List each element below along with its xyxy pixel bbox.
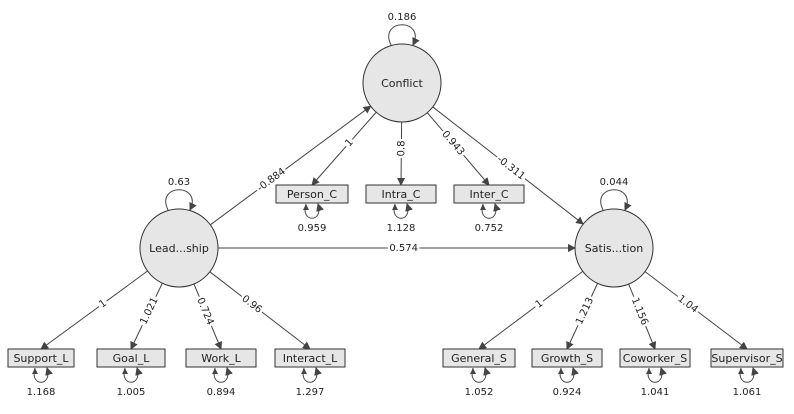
indicator-general_s-label: General_S <box>451 352 507 365</box>
loading-growth_s-coef: 1.213 <box>574 296 596 327</box>
loading-inter_c-coef: 0.943 <box>439 129 466 158</box>
indicator-coworker_s[interactable] <box>619 348 691 368</box>
latent-leadership[interactable] <box>139 208 219 288</box>
indicator-interact_l[interactable] <box>274 348 346 368</box>
indicator-inter_c-label: Inter_C <box>470 188 509 201</box>
residual-loop-start-general_s <box>470 368 476 374</box>
residual-coworker_s: 1.041 <box>641 387 670 398</box>
loading-interact_l-coef-bg <box>237 292 266 318</box>
residual-loop-intra_c <box>393 203 413 219</box>
indicator-coworker_s-label: Coworker_S <box>623 352 687 365</box>
indicator-inter_c[interactable] <box>453 184 525 204</box>
indicator-person_c-label: Person_C <box>287 188 337 201</box>
residual-person_c: 0.959 <box>298 223 327 234</box>
latent-conflict[interactable] <box>362 43 442 123</box>
residual-loop-person_c <box>304 203 324 219</box>
residual-loop-interact_l <box>302 367 322 383</box>
loading-goal_l-coef: 1.021 <box>138 296 160 327</box>
loading-work_l-coef: 0.724 <box>194 296 215 327</box>
indicator-growth_s[interactable] <box>531 348 603 368</box>
residual-loop-start-goal_l <box>122 368 128 374</box>
residual-loop-start-growth_s <box>558 368 564 374</box>
residual-loop-start-coworker_s <box>646 368 652 374</box>
residual-loop-start-support_l <box>32 368 38 374</box>
residual-supervisor_s: 1.061 <box>733 387 762 398</box>
path-leadership-conflict <box>210 105 372 226</box>
variance-satisfaction: 0.044 <box>600 177 629 188</box>
loading-general_s-coef-bg <box>532 296 547 312</box>
indicator-support_l[interactable] <box>7 348 75 368</box>
path-leadership-satisfaction-coef: 0.574 <box>389 243 418 254</box>
loading-goal_l-coef-bg <box>137 294 162 328</box>
variance-conflict: 0.186 <box>388 12 417 23</box>
latent-satisfaction[interactable] <box>574 208 654 288</box>
indicator-growth_s-label: Growth_S <box>541 352 593 365</box>
path-conflict-satisfaction-coef: -0.311 <box>495 154 527 182</box>
residual-loop-start-intra_c <box>392 204 398 210</box>
residual-loop-coworker_s <box>647 367 667 383</box>
loading-growth_s-coef-bg <box>573 294 598 329</box>
latent-conflict-label: Conflict <box>381 77 423 90</box>
path-leadership-conflict-coef-bg <box>253 164 290 196</box>
residual-work_l: 0.894 <box>207 387 236 398</box>
latent-leadership-label: Lead...ship <box>149 242 209 255</box>
variance-loop-leadership <box>165 189 197 211</box>
loading-intra_c-coef: 0.8 <box>396 140 407 156</box>
residual-loop-start-supervisor_s <box>738 368 744 374</box>
residual-loop-start-person_c <box>303 204 309 210</box>
residual-growth_s: 0.924 <box>553 387 582 398</box>
residual-loop-work_l <box>213 367 233 383</box>
residual-intra_c: 1.128 <box>387 223 416 234</box>
loading-general_s <box>478 270 584 350</box>
residual-loop-start-interact_l <box>301 368 307 374</box>
loading-inter_c-coef-bg <box>438 127 468 160</box>
loading-support_l-coef: 1 <box>97 298 109 311</box>
indicator-support_l-label: Support_L <box>13 352 69 365</box>
residual-general_s: 1.052 <box>465 387 494 398</box>
indicator-intra_c-label: Intra_C <box>382 188 421 201</box>
loading-work_l-coef-bg <box>193 294 217 329</box>
latent-satisfaction-label: Satis...tion <box>585 242 643 255</box>
path-leadership-satisfaction-coef-bg <box>387 242 420 255</box>
residual-loop-support_l <box>33 367 53 383</box>
indicator-goal_l[interactable] <box>96 348 166 368</box>
residual-loop-supervisor_s <box>739 367 759 383</box>
indicator-supervisor_s-label: Supervisor_S <box>711 352 782 365</box>
indicator-work_l-label: Work_L <box>201 352 241 365</box>
loading-support_l <box>40 270 148 350</box>
loading-coworker_s-coef-bg <box>627 294 651 329</box>
indicator-work_l[interactable] <box>185 348 257 368</box>
indicator-interact_l-label: Interact_L <box>283 352 338 365</box>
residual-loop-general_s <box>471 367 491 383</box>
variance-loop-conflict <box>388 24 420 46</box>
loading-person_c-coef-bg <box>342 135 358 151</box>
residual-loop-inter_c <box>481 203 501 219</box>
variance-loop-satisfaction <box>600 189 632 211</box>
residual-support_l: 1.168 <box>27 387 56 398</box>
residual-goal_l: 1.005 <box>117 387 146 398</box>
indicator-goal_l-label: Goal_L <box>113 352 151 365</box>
variance-leadership: 0.63 <box>168 177 190 188</box>
loading-intra_c-coef-bg <box>395 138 408 158</box>
loading-general_s-coef: 1 <box>534 298 546 311</box>
indicator-intra_c[interactable] <box>365 184 437 204</box>
loading-person_c <box>311 111 377 186</box>
residual-loop-start-inter_c <box>480 204 486 210</box>
path-conflict-satisfaction-coef-bg <box>493 152 529 184</box>
residual-loop-growth_s <box>559 367 579 383</box>
residual-loop-goal_l <box>123 367 143 383</box>
loading-supervisor_s-coef-bg <box>673 292 702 317</box>
residual-interact_l: 1.297 <box>296 387 325 398</box>
indicator-person_c[interactable] <box>275 184 349 204</box>
nodes-layer <box>7 43 784 368</box>
indicator-general_s[interactable] <box>442 348 516 368</box>
residual-loop-start-work_l <box>212 368 218 374</box>
residual-inter_c: 0.752 <box>475 223 504 234</box>
indicator-supervisor_s[interactable] <box>710 348 784 368</box>
loading-support_l-coef-bg <box>95 296 111 312</box>
loading-coworker_s-coef: 1.156 <box>629 296 650 327</box>
